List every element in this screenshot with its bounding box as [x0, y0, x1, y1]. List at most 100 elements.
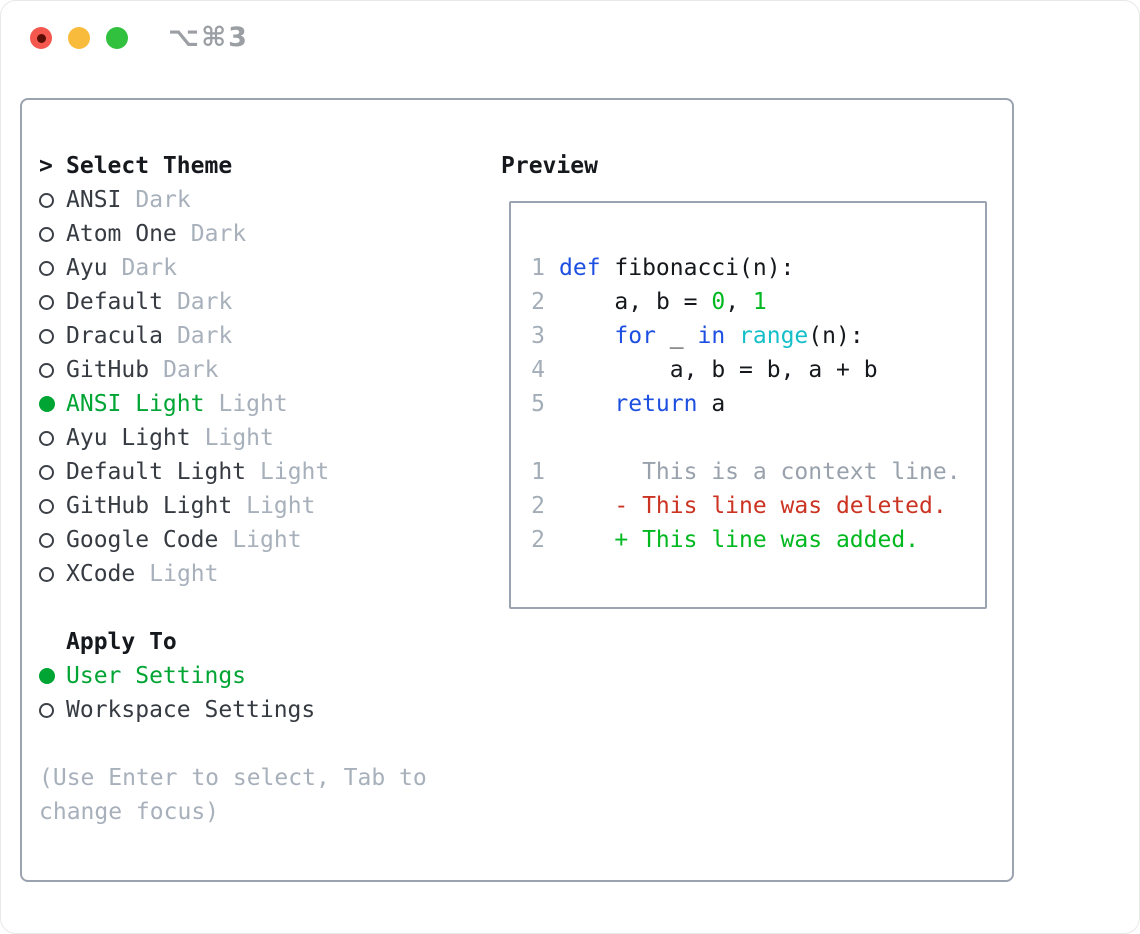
theme-item-label: Ayu Light [66, 425, 191, 451]
radio-icon [39, 260, 66, 276]
diff-line: 2 - This line was deleted. [531, 489, 961, 523]
diff-line: 1 This is a context line. [531, 455, 960, 489]
theme-item-ayu-light[interactable]: Ayu Light Light [39, 421, 489, 455]
code-token: return [614, 391, 698, 417]
code-token: + [822, 357, 864, 383]
radio-icon [39, 498, 66, 514]
code-line: 4 a, b = b, a + b [531, 353, 961, 387]
theme-item-badge: Light [260, 459, 330, 485]
blank-line [531, 421, 961, 455]
theme-item-label: GitHub [66, 357, 150, 383]
theme-item-badge: Dark [176, 289, 233, 315]
line-number: 2 [531, 527, 545, 553]
theme-item-label: Atom One [66, 221, 177, 247]
radio-selected-icon [39, 396, 66, 412]
code-token: (n): [808, 323, 864, 349]
theme-list-header: > Select Theme [39, 149, 489, 183]
code-token: b [655, 289, 670, 315]
selection-cursor-icon: > [39, 153, 53, 179]
apply-option-label: Workspace Settings [66, 697, 316, 723]
radio-icon [39, 362, 66, 378]
diff-text: + This line was added. [559, 527, 920, 553]
code-token [697, 391, 711, 417]
theme-item-github-light[interactable]: GitHub Light Light [39, 489, 489, 523]
minimize-button[interactable] [68, 27, 90, 49]
hint-text: (Use Enter to select, Tab to change focu… [39, 765, 427, 825]
theme-item-ansi-light[interactable]: ANSI Light Light [39, 387, 489, 421]
code-token: range [739, 323, 809, 349]
code-token: = [669, 289, 712, 315]
code-token: b [711, 357, 726, 383]
line-number: 5 [531, 391, 545, 417]
radio-icon [39, 532, 66, 548]
theme-item-label: XCode [66, 561, 136, 587]
line-number: 4 [531, 357, 545, 383]
theme-item-ayu[interactable]: Ayu Dark [39, 251, 489, 285]
line-number: 1 [531, 255, 545, 281]
theme-item-badge: Light [246, 493, 316, 519]
radio-icon [39, 226, 66, 242]
close-button[interactable] [30, 27, 52, 49]
theme-item-badge: Dark [135, 187, 191, 213]
theme-item-badge: Dark [176, 323, 233, 349]
apply-option-user-settings[interactable]: User Settings [39, 659, 489, 693]
code-token: 0 [711, 289, 726, 315]
code-token: in [697, 323, 726, 349]
code-token: b [863, 357, 878, 383]
maximize-button[interactable] [106, 27, 128, 49]
code-line: 1 def fibonacci(n): [531, 251, 961, 285]
line-number: 3 [531, 323, 545, 349]
code-line: 2 a, b = 0, 1 [531, 285, 961, 319]
line-number: 1 [531, 459, 545, 485]
code-line: 3 for _ in range(n): [531, 319, 961, 353]
spacer [39, 727, 489, 761]
theme-item-badge: Light [218, 391, 288, 417]
apply-option-workspace-settings[interactable]: Workspace Settings [39, 693, 489, 727]
theme-item-dracula[interactable]: Dracula Dark [39, 319, 489, 353]
code-token: a [614, 289, 629, 315]
theme-item-label: ANSI Light [66, 391, 205, 417]
theme-item-label: Default [66, 289, 163, 315]
theme-item-default[interactable]: Default Dark [39, 285, 489, 319]
radio-selected-icon [39, 668, 66, 684]
theme-item-default-light[interactable]: Default Light Light [39, 455, 489, 489]
code-token [559, 289, 614, 315]
code-token: b [766, 357, 781, 383]
theme-item-label: Ayu [66, 255, 108, 281]
code-token: fibonacci(n): [600, 255, 795, 281]
code-line: 5 return a [531, 387, 961, 421]
theme-item-label: Default Light [66, 459, 247, 485]
spacer [39, 591, 489, 625]
code-token: _ [655, 323, 698, 349]
theme-item-badge: Dark [121, 255, 177, 281]
line-number: 2 [531, 289, 545, 315]
theme-item-badge: Light [232, 527, 302, 553]
code-token [559, 357, 670, 383]
theme-item-label: GitHub Light [66, 493, 233, 519]
code-token: def [559, 255, 601, 281]
theme-item-label: Dracula [66, 323, 163, 349]
radio-icon [39, 294, 66, 310]
code-token: , [780, 357, 809, 383]
theme-item-badge: Light [204, 425, 274, 451]
diff-text: - This line was deleted. [559, 493, 947, 519]
line-number: 2 [531, 493, 545, 519]
window-shortcut-label: ⌥⌘3 [168, 22, 249, 53]
code-token: a [669, 357, 684, 383]
apply-to-title: Apply To [66, 629, 177, 655]
theme-list-title: Select Theme [66, 153, 233, 179]
preview-header: Preview [501, 149, 598, 183]
radio-icon [39, 430, 66, 446]
code-token: for [614, 323, 656, 349]
